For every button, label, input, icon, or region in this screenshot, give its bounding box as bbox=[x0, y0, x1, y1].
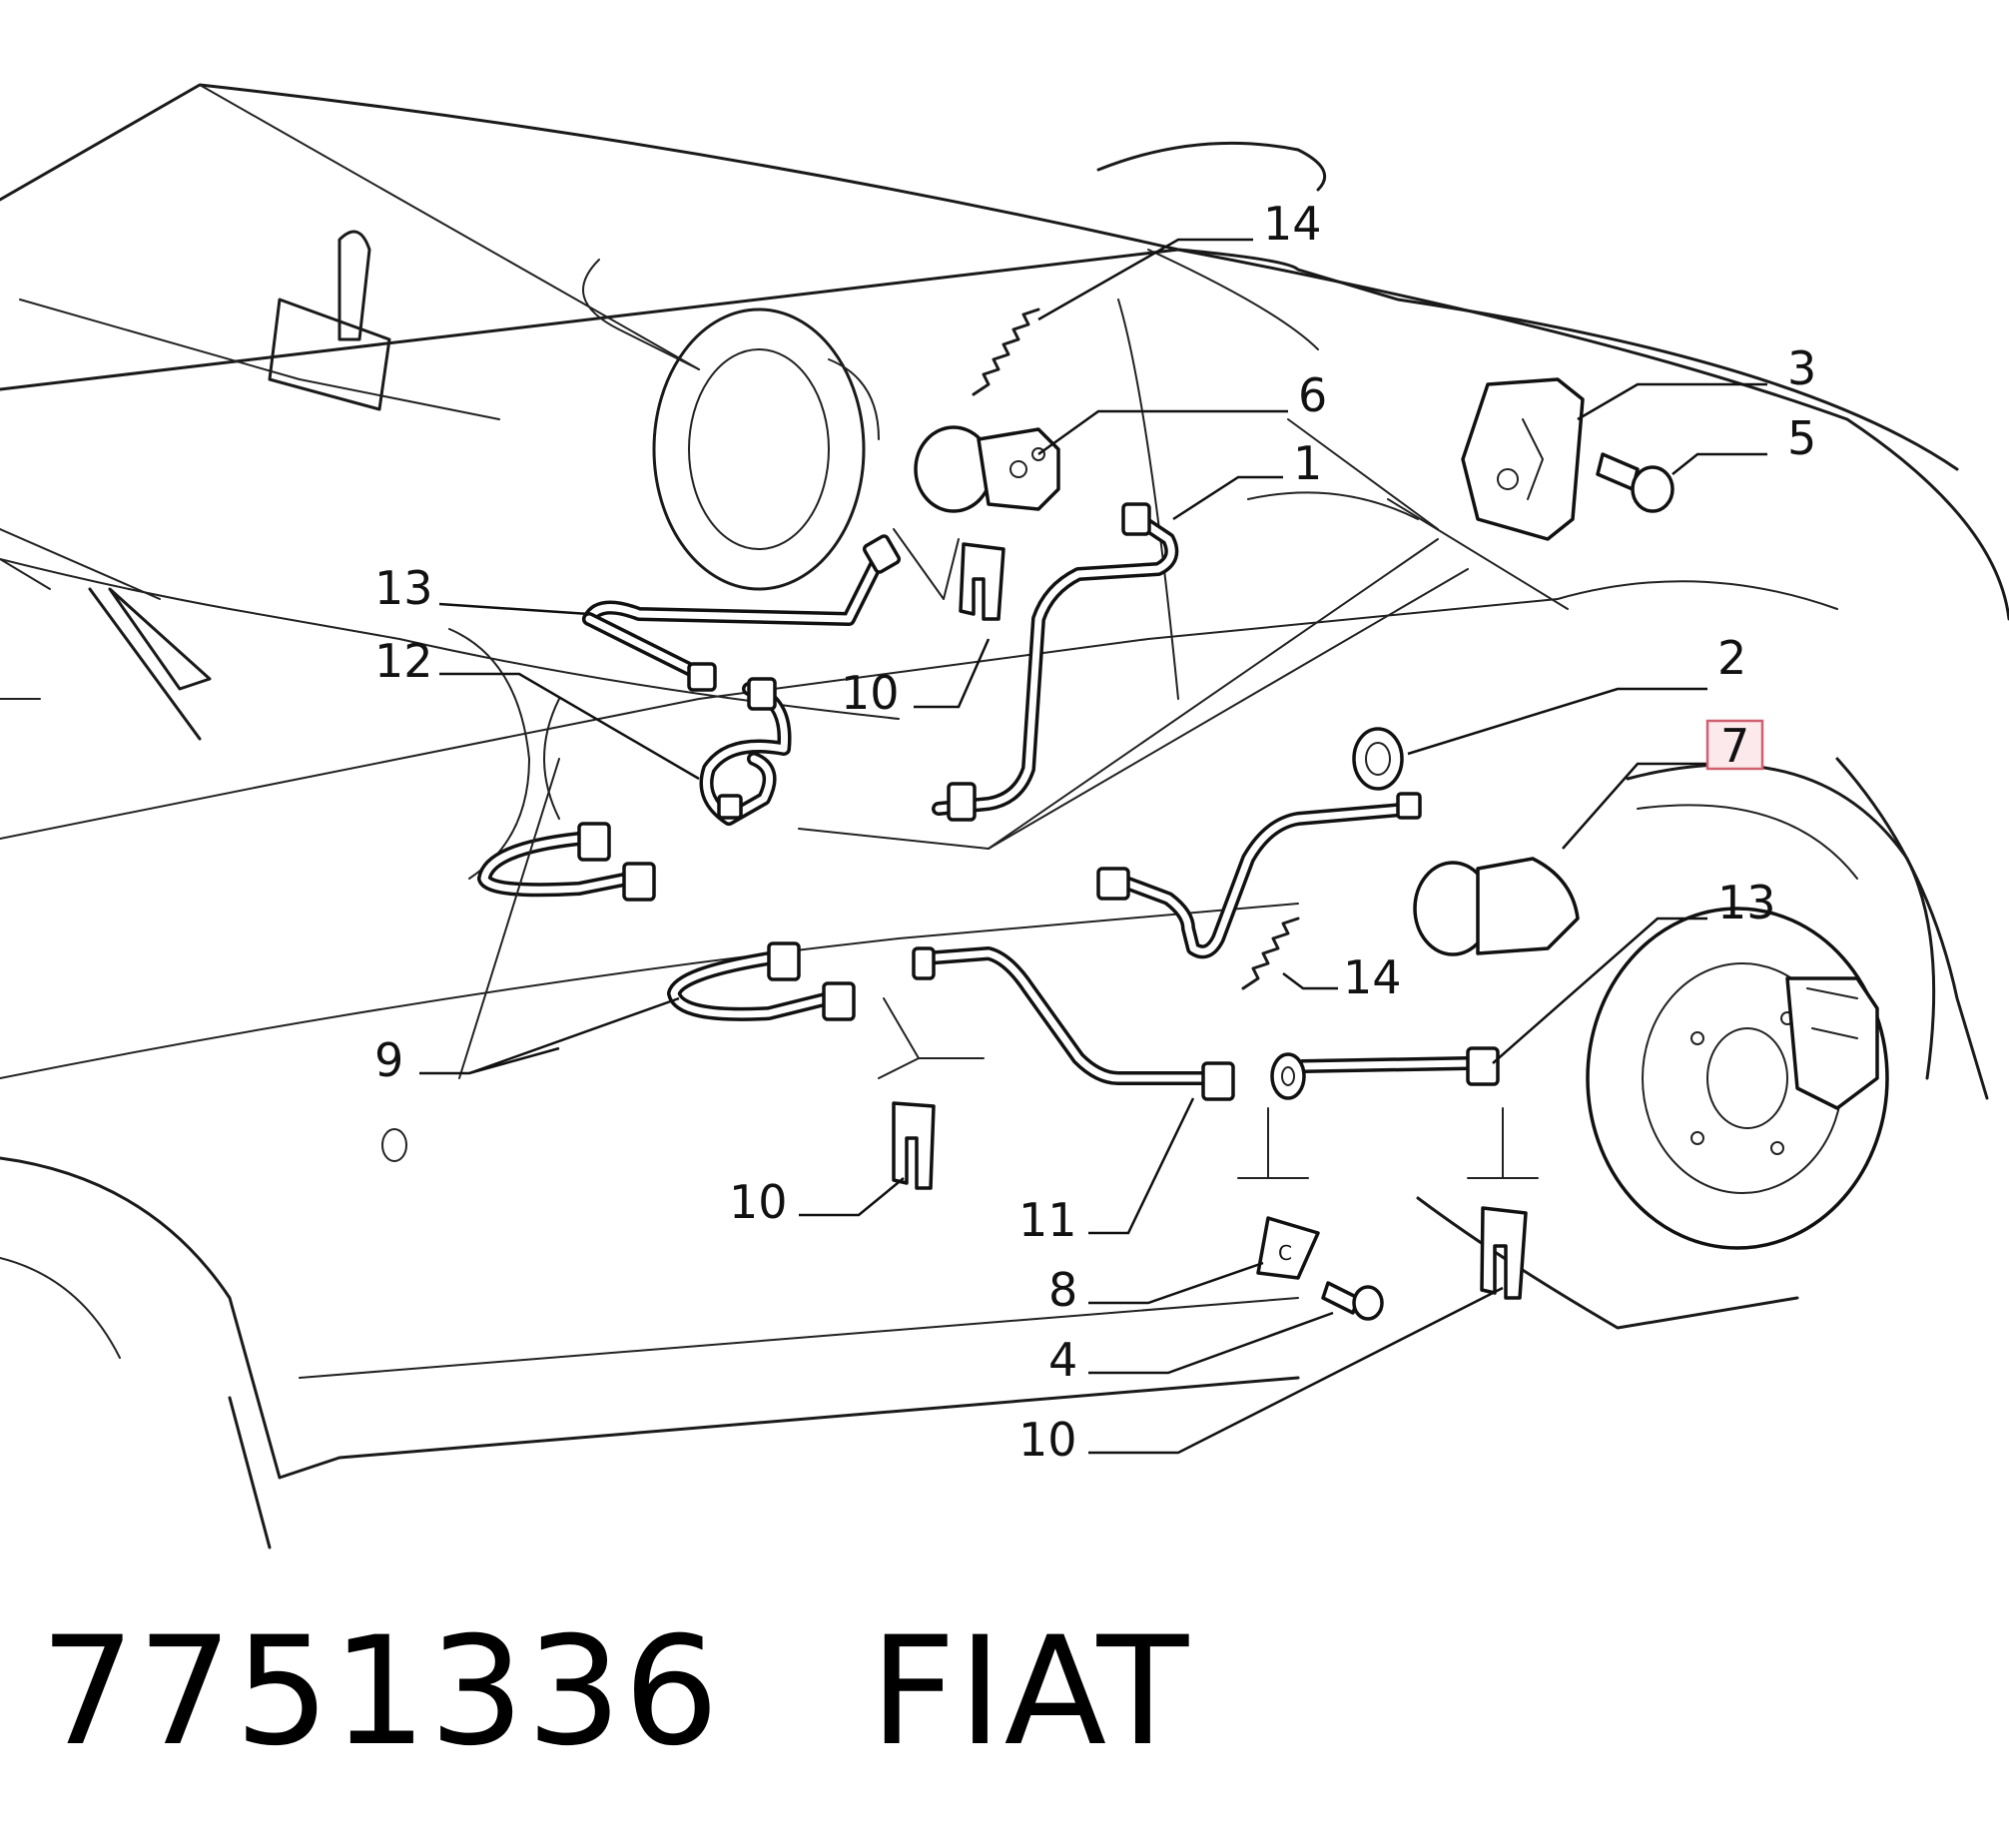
part-4-bolt bbox=[1321, 1281, 1384, 1321]
callout-3: 3 bbox=[1787, 341, 1816, 395]
callout-8: 8 bbox=[1048, 1263, 1077, 1317]
brake-disc bbox=[1586, 907, 1889, 1250]
callout-2: 2 bbox=[1717, 631, 1746, 685]
callout-13-lower: 13 bbox=[1717, 876, 1776, 929]
callout-5: 5 bbox=[1787, 411, 1816, 465]
car-body-outline bbox=[0, 83, 2009, 1549]
springs bbox=[972, 308, 1300, 990]
callout-1: 1 bbox=[1293, 436, 1322, 490]
part-7-regulator bbox=[1413, 857, 1580, 956]
part-number: 7751336 bbox=[40, 1605, 722, 1779]
callout-14-lower: 14 bbox=[1343, 950, 1402, 1004]
callout-10-middle: 10 bbox=[729, 1175, 788, 1229]
part-6-valve bbox=[914, 425, 1060, 513]
callout-6: 6 bbox=[1298, 368, 1327, 422]
callout-7: 7 bbox=[1720, 719, 1749, 773]
svg-text:C: C bbox=[1278, 1241, 1292, 1265]
callout-labels: 14 3 6 5 1 13 12 10 2 7 13 14 9 10 11 8 … bbox=[374, 197, 1816, 1467]
part-8-bracket: C bbox=[1256, 1216, 1320, 1280]
callout-9: 9 bbox=[374, 1033, 403, 1087]
part-5-bolt bbox=[1596, 452, 1674, 513]
callout-14-top: 14 bbox=[1263, 197, 1322, 251]
part-caption: 7751336 FIAT bbox=[40, 1617, 1190, 1767]
leader-lines bbox=[419, 238, 1767, 1455]
brake-pipes bbox=[477, 512, 1475, 1085]
part-10-clips bbox=[892, 542, 1528, 1300]
brand-name: FIAT bbox=[870, 1605, 1191, 1779]
callout-13-upper: 13 bbox=[374, 561, 433, 615]
assembly-lines bbox=[458, 528, 1539, 1179]
callout-10-upper: 10 bbox=[841, 666, 900, 720]
callout-12: 12 bbox=[374, 634, 433, 688]
pipe-fittings bbox=[577, 502, 1500, 1101]
callout-11: 11 bbox=[1018, 1193, 1077, 1247]
part-3-bracket bbox=[1461, 377, 1585, 541]
callout-10-lower: 10 bbox=[1018, 1413, 1077, 1467]
callout-7-highlight bbox=[1705, 719, 1764, 771]
callout-4: 4 bbox=[1048, 1333, 1077, 1387]
